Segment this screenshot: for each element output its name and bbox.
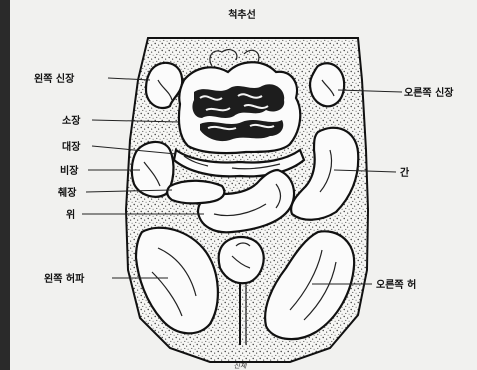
- pancreas: [167, 181, 224, 204]
- label-spleen: 비장: [60, 164, 79, 177]
- label-large-intestine: 대장: [62, 140, 81, 153]
- label-pancreas: 췌장: [58, 186, 77, 199]
- label-left-lung: 왼쪽 허파: [44, 272, 85, 285]
- right-kidney: [310, 63, 344, 106]
- label-liver: 간: [400, 166, 410, 179]
- diagram-title: 척추선: [228, 8, 256, 21]
- footer-signature: 신체: [234, 362, 248, 370]
- label-stomach: 위: [66, 208, 75, 221]
- lower-center-organ: [219, 237, 264, 283]
- label-right-kidney: 오른쪽 신장: [404, 86, 454, 99]
- label-right-lung: 오른쪽 허: [376, 278, 416, 291]
- label-small-intestine: 소장: [62, 114, 81, 127]
- label-left-kidney: 왼쪽 신장: [34, 72, 75, 85]
